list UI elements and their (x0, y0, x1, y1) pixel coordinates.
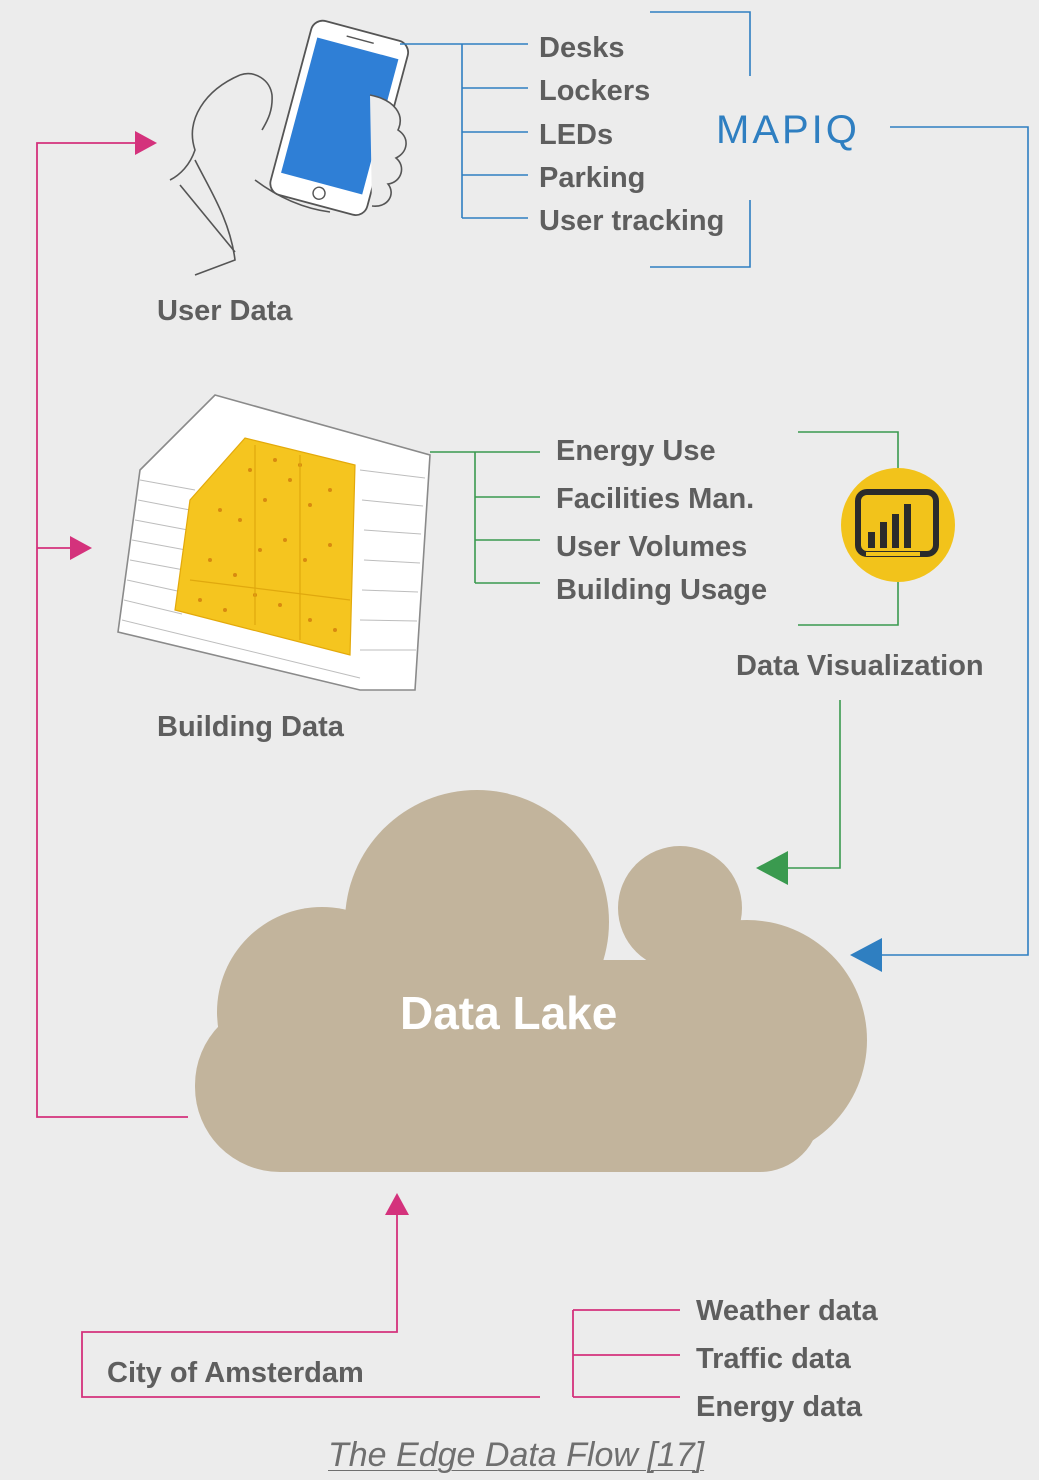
city-item-weather: Weather data (696, 1295, 878, 1327)
city-connectors (81, 1215, 680, 1398)
bar-chart-icon (841, 468, 955, 582)
user-item-desks: Desks (539, 32, 625, 64)
building-item-building-usage: Building Usage (556, 574, 768, 606)
city-item-energy: Energy data (696, 1391, 862, 1423)
phone-in-hand-icon (169, 19, 410, 276)
magenta-arrowhead-building (70, 536, 92, 560)
data-lake-feedback-connectors (36, 142, 188, 1118)
magenta-arrowhead-user (135, 131, 157, 155)
user-item-user-tracking: User tracking (539, 205, 725, 237)
user-item-parking: Parking (539, 162, 646, 194)
city-item-traffic: Traffic data (696, 1343, 851, 1375)
magenta-arrowhead-lake (385, 1193, 409, 1215)
building-data-connectors (430, 431, 899, 869)
green-arrowhead (756, 851, 788, 885)
building-icon (117, 394, 431, 691)
user-item-leds: LEDs (539, 119, 614, 151)
building-item-facilities: Facilities Man. (556, 483, 755, 515)
data-lake-label: Data Lake (400, 987, 618, 1039)
user-item-lockers: Lockers (539, 75, 651, 107)
building-item-user-volumes: User Volumes (556, 531, 748, 563)
building-item-energy-use: Energy Use (556, 435, 716, 467)
mapiq-logo: MAPIQ (716, 108, 860, 152)
blue-arrowhead (850, 938, 882, 972)
data-visualization-label: Data Visualization (736, 650, 984, 682)
data-lake-cloud (195, 790, 867, 1172)
user-data-connectors (400, 11, 1029, 956)
user-data-title: User Data (157, 295, 293, 327)
figure-caption: The Edge Data Flow [17] (328, 1436, 705, 1474)
building-data-title: Building Data (157, 711, 344, 743)
city-title: City of Amsterdam (107, 1357, 364, 1389)
